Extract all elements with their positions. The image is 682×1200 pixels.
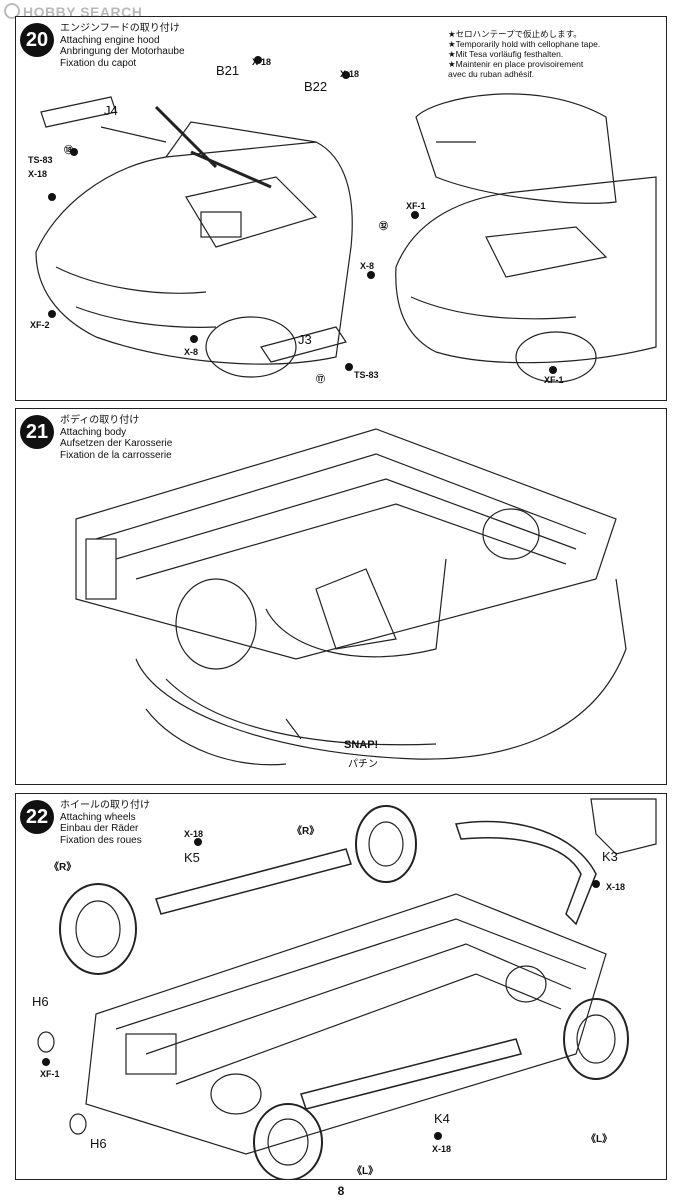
- title-jp: ホイールの取り付け: [60, 800, 150, 811]
- paint-label: XF-2: [30, 320, 50, 330]
- title-en: Attaching body: [60, 426, 127, 438]
- paint-label: X-8: [184, 347, 199, 357]
- paint-label: X-18: [340, 69, 360, 79]
- paint-label: X-18: [28, 169, 48, 179]
- wheel-side-label: 《L》: [586, 1134, 613, 1145]
- body-attachment-illustration: [75, 428, 627, 766]
- wheel-side-label: 《R》: [49, 862, 77, 873]
- step-20-titles: エンジンフードの取り付け Attaching engine hood Anbri…: [60, 23, 185, 69]
- note-line: ★セロハンテープで仮止めします。: [448, 29, 582, 39]
- title-jp: エンジンフードの取り付け: [60, 23, 180, 34]
- step-22-panel: 22 ホイールの取り付け Attaching wheels Einbau der…: [15, 793, 667, 1180]
- step-20-panel: 20 エンジンフードの取り付け Attaching engine hood An…: [15, 16, 667, 401]
- paint-label: X-18: [432, 1144, 452, 1154]
- paint-label: X-8: [360, 261, 375, 271]
- paint-label: TS-83: [354, 370, 379, 380]
- title-fr: Fixation des roues: [60, 834, 142, 846]
- part-label-k5: K5: [184, 850, 200, 865]
- tape-note: ★セロハンテープで仮止めします。 ★Temporarily hold with …: [448, 29, 600, 79]
- paint-label: XF-1: [544, 375, 564, 385]
- step-ref-circle: ⑰: [316, 374, 326, 384]
- step-number-badge: 20: [20, 23, 54, 57]
- step-21-panel: 21 ボディの取り付け Attaching body Aufsetzen der…: [15, 408, 667, 785]
- hobby-search-logo-icon: [4, 3, 20, 19]
- wheel-side-label: 《R》: [292, 826, 320, 837]
- part-label-k3: K3: [602, 849, 618, 864]
- wheel-attachment-illustration: [37, 798, 657, 1179]
- title-en: Attaching engine hood: [60, 34, 160, 46]
- title-de: Anbringung der Motorhaube: [60, 46, 185, 57]
- paint-label: X-18: [252, 57, 272, 67]
- part-label-b22: B22: [304, 79, 328, 94]
- step-21-titles: ボディの取り付け Attaching body Aufsetzen der Ka…: [60, 415, 172, 461]
- title-de: Aufsetzen der Karosserie: [60, 438, 173, 449]
- title-fr: Fixation du capot: [60, 57, 137, 69]
- paint-label: X-18: [184, 829, 204, 839]
- note-line: ★Maintenir en place provisoirement: [448, 59, 584, 69]
- page-number: 8: [337, 1184, 345, 1198]
- wheel-side-label: 《L》: [352, 1166, 379, 1177]
- step-number-badge: 22: [20, 800, 54, 834]
- note-line: ★Mit Tesa vorläufig festhalten.: [448, 49, 564, 59]
- step-ref-circle: ⑱: [64, 145, 74, 155]
- step-ref-circle: ㉜: [379, 221, 389, 231]
- part-label-h6: H6: [32, 994, 49, 1009]
- note-line: avec du ruban adhésif.: [448, 69, 535, 79]
- part-label-j3: J3: [298, 332, 312, 347]
- engine-hood-illustration: [35, 56, 657, 383]
- title-fr: Fixation de la carrosserie: [60, 449, 172, 461]
- snap-label-jp: パチン: [348, 759, 378, 770]
- part-label-k4: K4: [434, 1111, 450, 1126]
- snap-label: SNAP!: [344, 739, 379, 751]
- title-de: Einbau der Räder: [60, 823, 139, 834]
- title-jp: ボディの取り付け: [60, 415, 140, 426]
- part-label-j4: J4: [104, 103, 118, 118]
- title-en: Attaching wheels: [60, 811, 136, 823]
- part-label-h6: H6: [90, 1136, 107, 1151]
- paint-label: X-18: [606, 882, 626, 892]
- step-22-titles: ホイールの取り付け Attaching wheels Einbau der Rä…: [60, 800, 150, 846]
- part-label-b21: B21: [216, 63, 240, 78]
- paint-label: XF-1: [40, 1069, 60, 1079]
- note-line: ★Temporarily hold with cellophane tape.: [448, 39, 601, 49]
- paint-label: TS-83: [28, 155, 53, 165]
- paint-label: XF-1: [406, 201, 426, 211]
- step-number-badge: 21: [20, 415, 54, 449]
